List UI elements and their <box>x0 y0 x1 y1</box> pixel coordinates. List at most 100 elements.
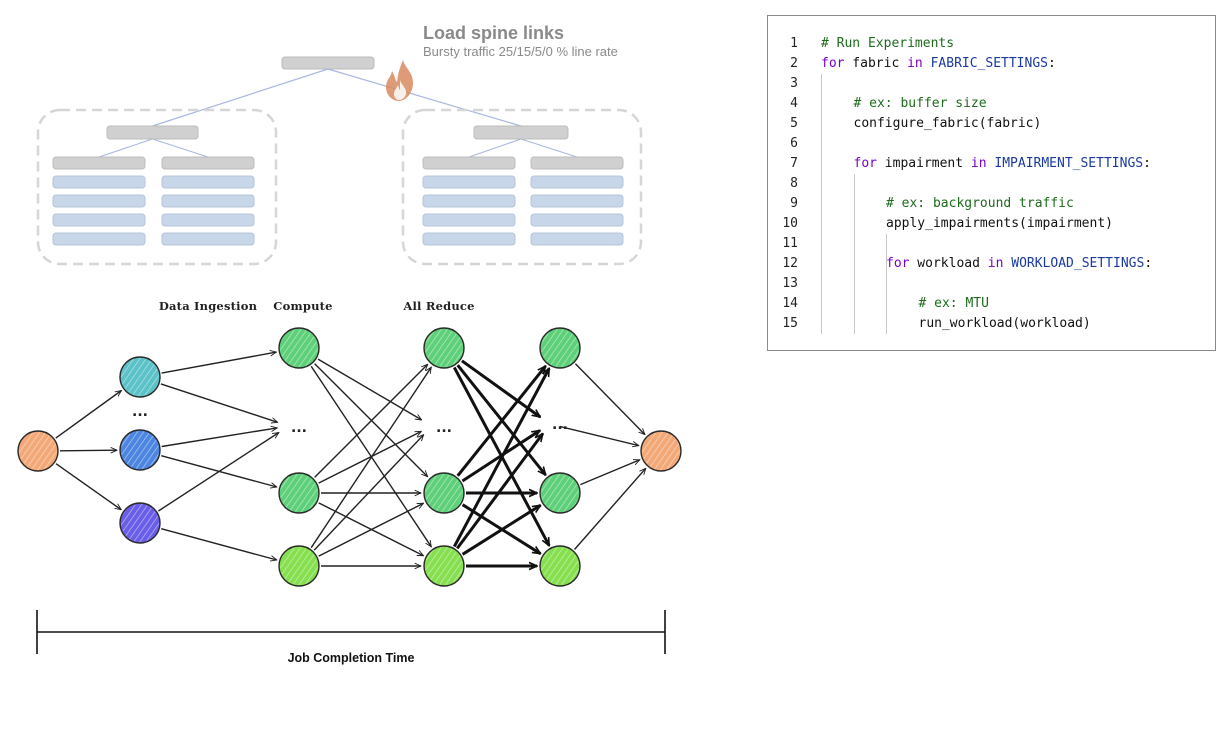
code-token: fabric <box>844 56 908 71</box>
code-text: for fabric in FABRIC_SETTINGS: <box>821 54 1056 74</box>
code-token: run_workload(workload) <box>918 316 1091 331</box>
line-number: 3 <box>790 76 798 91</box>
code-token: for <box>821 56 845 71</box>
code-line: 4# ex: buffer size <box>768 94 1215 114</box>
node-a3-hatch <box>425 547 463 585</box>
code-line: 9 # ex: background traffic <box>768 194 1215 214</box>
job-flow-diagram: Load spine links Bursty traffic 25/15/5/… <box>17 23 682 665</box>
edge-b1-snk <box>574 363 645 435</box>
code-text: # ex: background traffic <box>886 194 1074 214</box>
node-c3-hatch <box>280 547 318 585</box>
leaf-link <box>468 138 522 158</box>
edge-src-i2 <box>59 450 117 451</box>
code-token: : <box>1048 56 1056 71</box>
line-number: 15 <box>782 316 798 331</box>
code-text: for impairment in IMPAIRMENT_SETTINGS: <box>854 154 1151 174</box>
node-c1-hatch <box>280 329 318 367</box>
ellipsis-allreduce-2: ... <box>552 417 568 433</box>
code-line: 13 <box>768 274 1215 294</box>
line-number: 8 <box>790 176 798 191</box>
edge-b2-snk <box>580 459 640 486</box>
node-c1 <box>278 327 320 369</box>
server <box>161 213 255 227</box>
edge-c3-a2 <box>318 502 424 557</box>
code-token: workload <box>909 256 988 271</box>
indent-guide <box>821 74 822 334</box>
line-number: 1 <box>790 36 798 51</box>
code-token: configure_fabric(fabric) <box>853 116 1042 131</box>
code-token: impairment <box>876 156 971 171</box>
code-text: # Run Experiments <box>821 34 954 54</box>
tor-switch <box>530 156 624 170</box>
code-text: for workload in WORKLOAD_SETTINGS: <box>886 254 1152 274</box>
line-number: 11 <box>782 236 798 251</box>
node-snk-hatch <box>642 432 680 470</box>
node-i3-hatch <box>121 504 159 542</box>
node-a1-hatch <box>425 329 463 367</box>
timeline-label: Job Completion Time <box>288 651 415 665</box>
node-i3 <box>119 502 161 544</box>
node-b2 <box>539 472 581 514</box>
server <box>422 213 516 227</box>
stage-label-all-reduce: All Reduce <box>402 299 474 313</box>
ellipsis-compute: ... <box>291 420 307 436</box>
node-i2 <box>119 429 161 471</box>
code-token: in <box>970 156 987 171</box>
code-token: for <box>886 256 910 271</box>
edge-c2-a1 <box>314 364 428 478</box>
node-b3-hatch <box>541 547 579 585</box>
code-token: for <box>853 156 877 171</box>
code-token: in <box>907 56 923 71</box>
edge-i2-cd <box>161 428 278 448</box>
spine-subtitle: Bursty traffic 25/15/5/0 % line rate <box>423 44 618 59</box>
code-line: 15 run_workload(workload) <box>768 314 1215 334</box>
node-src <box>17 430 59 472</box>
server <box>530 213 624 227</box>
edge-c2-ad <box>318 430 422 484</box>
server <box>52 194 146 208</box>
pod-group <box>401 108 643 266</box>
code-line: 5 configure_fabric(fabric) <box>768 114 1215 134</box>
fire-icon <box>386 60 413 101</box>
edge-i3-cd <box>158 433 279 512</box>
node-i2-hatch <box>121 431 159 469</box>
task-nodes <box>17 327 682 587</box>
server <box>52 232 146 246</box>
code-token: # ex: background traffic <box>886 196 1074 211</box>
edge-c3-ad <box>313 435 424 551</box>
leaf-switch <box>106 125 199 140</box>
server <box>422 175 516 189</box>
code-token: : <box>1143 156 1151 171</box>
node-b3 <box>539 545 581 587</box>
edge-a3-b1 <box>452 368 551 548</box>
spine-title: Load spine links <box>423 23 564 43</box>
server <box>530 175 624 189</box>
pod-group <box>36 108 278 266</box>
node-snk <box>640 430 682 472</box>
node-c2 <box>278 472 320 514</box>
line-number: 9 <box>790 196 798 211</box>
code-line: 1 # Run Experiments <box>768 34 1215 54</box>
edge-a3-b2 <box>461 504 541 556</box>
code-text: # ex: buffer size <box>854 94 987 114</box>
line-number: 5 <box>790 116 798 131</box>
code-line: 8 <box>768 174 1215 194</box>
node-src-hatch <box>19 432 57 470</box>
edge-i1-c1 <box>161 352 277 374</box>
server <box>161 194 255 208</box>
server <box>530 232 624 246</box>
stage-label-data-ingestion: Data Ingestion <box>159 299 258 313</box>
code-text: configure_fabric(fabric) <box>854 114 1042 134</box>
ellipsis-ingestion: ... <box>132 404 148 420</box>
code-text: run_workload(workload) <box>919 314 1091 334</box>
edge-c3-a1 <box>310 367 431 549</box>
edge-src-i3 <box>55 463 121 510</box>
leaf-link <box>152 138 209 158</box>
node-c2-hatch <box>280 474 318 512</box>
node-b1 <box>539 327 581 369</box>
edge-b3-snk <box>573 468 646 550</box>
node-a3 <box>423 545 465 587</box>
node-a2 <box>423 472 465 514</box>
